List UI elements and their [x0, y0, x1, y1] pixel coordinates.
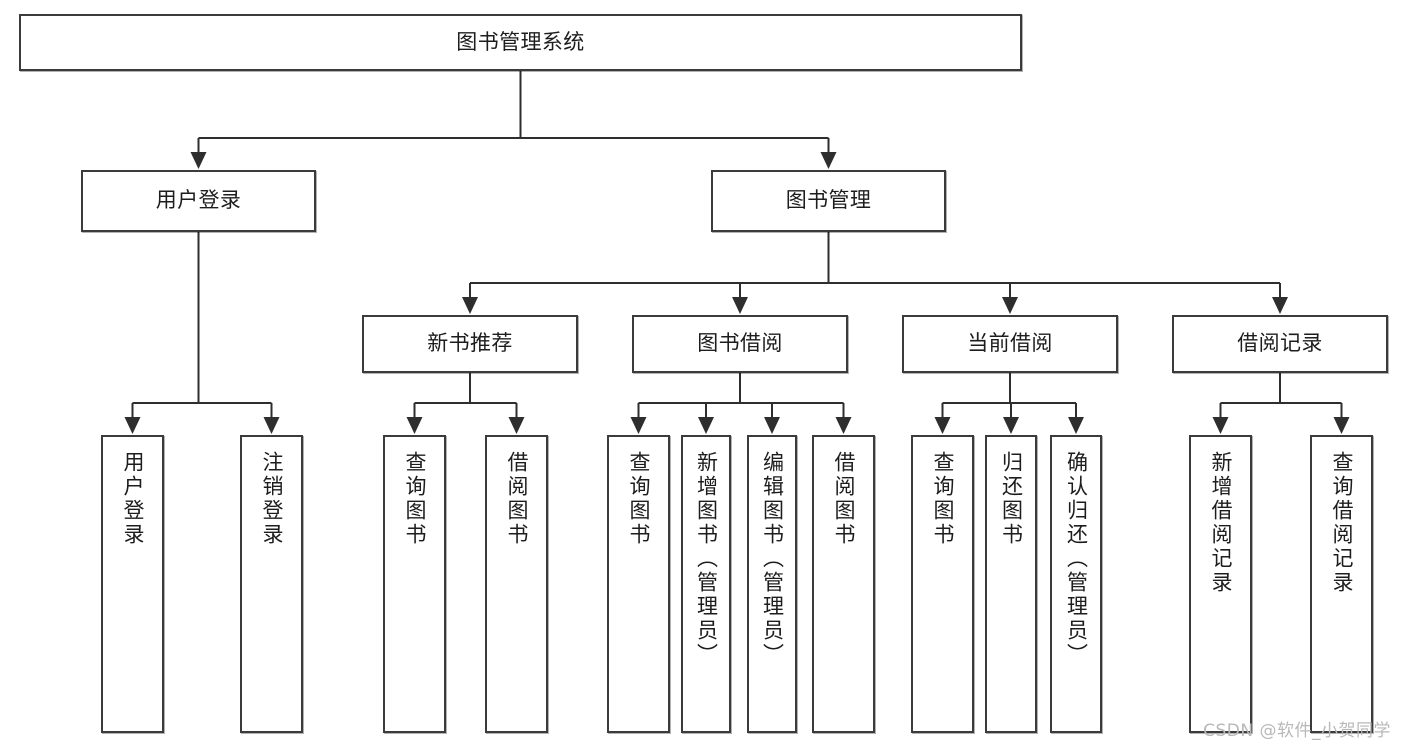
node-borrow-record-label: 借阅记录: [1237, 331, 1323, 356]
node-leaf-borrow-book-2-label: 借阅图书: [832, 451, 856, 547]
node-leaf-query-book-1[interactable]: 查询图书: [383, 435, 446, 733]
node-leaf-return-book-label: 归还图书: [999, 451, 1024, 547]
watermark-text: CSDN @软件_小贺同学: [1203, 721, 1391, 741]
node-leaf-add-book-label: 新增图书（管理员）: [694, 451, 719, 667]
node-book-manage[interactable]: 图书管理: [711, 170, 946, 232]
node-leaf-add-borrow-record-label: 新增借阅记录: [1209, 451, 1233, 595]
node-leaf-query-book-3[interactable]: 查询图书: [911, 435, 974, 733]
node-book-borrow[interactable]: 图书借阅: [632, 315, 848, 373]
node-leaf-query-book-3-label: 查询图书: [931, 451, 955, 547]
node-user-login-label: 用户登录: [155, 188, 242, 213]
node-leaf-borrow-book-1-label: 借阅图书: [505, 451, 529, 547]
node-user-login[interactable]: 用户登录: [81, 170, 316, 232]
node-leaf-borrow-book-1[interactable]: 借阅图书: [485, 435, 548, 733]
node-leaf-query-book-2-label: 查询图书: [627, 451, 651, 547]
node-new-book-recommend-label: 新书推荐: [427, 331, 513, 356]
node-leaf-query-book-2[interactable]: 查询图书: [607, 435, 670, 733]
node-leaf-edit-book[interactable]: 编辑图书（管理员）: [747, 435, 797, 733]
node-current-borrow[interactable]: 当前借阅: [902, 315, 1118, 373]
node-leaf-logout-label: 注销登录: [260, 451, 284, 547]
node-leaf-edit-book-label: 编辑图书（管理员）: [760, 451, 785, 667]
node-book-manage-label: 图书管理: [785, 188, 872, 213]
node-leaf-logout[interactable]: 注销登录: [240, 435, 303, 733]
node-leaf-add-book[interactable]: 新增图书（管理员）: [681, 435, 731, 733]
node-leaf-user-login[interactable]: 用户登录: [101, 435, 164, 733]
node-borrow-record[interactable]: 借阅记录: [1172, 315, 1388, 373]
node-current-borrow-label: 当前借阅: [967, 331, 1053, 356]
node-leaf-user-login-label: 用户登录: [121, 451, 145, 547]
node-leaf-query-borrow-record-label: 查询借阅记录: [1330, 451, 1354, 595]
node-leaf-confirm-return[interactable]: 确认归还（管理员）: [1050, 435, 1102, 733]
node-root[interactable]: 图书管理系统: [19, 14, 1022, 71]
node-new-book-recommend[interactable]: 新书推荐: [362, 315, 578, 373]
node-leaf-query-borrow-record[interactable]: 查询借阅记录: [1310, 435, 1373, 733]
node-leaf-add-borrow-record[interactable]: 新增借阅记录: [1189, 435, 1252, 733]
node-leaf-confirm-return-label: 确认归还（管理员）: [1064, 451, 1089, 667]
node-leaf-query-book-1-label: 查询图书: [403, 451, 427, 547]
node-book-borrow-label: 图书借阅: [697, 331, 783, 356]
node-leaf-borrow-book-2[interactable]: 借阅图书: [812, 435, 875, 733]
node-leaf-return-book[interactable]: 归还图书: [985, 435, 1037, 733]
node-root-label: 图书管理系统: [456, 29, 585, 54]
